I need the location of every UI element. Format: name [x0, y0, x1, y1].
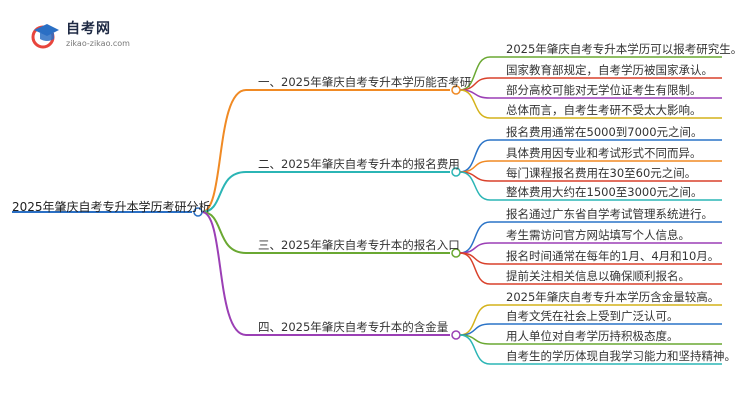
leaf-label: 报名通过广东省自学考试管理系统进行。	[506, 207, 713, 221]
branch-connector	[201, 211, 450, 336]
mindmap-root: 2025年肇庆自考专升本学历考研分析	[12, 200, 211, 214]
leaf-label: 2025年肇庆自考专升本学历可以报考研究生。	[506, 42, 743, 56]
leaf-label: 报名费用通常在5000到7000元之间。	[506, 125, 703, 139]
site-logo[interactable]: 自考网 zikao-zikao.com	[30, 18, 140, 52]
leaf-label: 2025年肇庆自考专升本学历含金量较高。	[506, 290, 720, 304]
logo-url: zikao-zikao.com	[66, 39, 130, 48]
branch-label: 四、2025年肇庆自考专升本的含金量	[258, 320, 449, 334]
leaf-label: 考生需访问官方网站填写个人信息。	[506, 228, 690, 242]
branch-connector	[201, 211, 450, 254]
leaf-label: 用人单位对自考学历持积极态度。	[506, 329, 679, 343]
leaf-label: 提前关注相关信息以确保顺利报名。	[506, 269, 690, 283]
leaf-label: 自考生的学历体现自我学习能力和坚持精神。	[506, 349, 736, 363]
leaf-label: 整体费用大约在1500至3000元之间。	[506, 185, 703, 199]
leaf-label: 具体费用因专业和考试形式不同而异。	[506, 146, 702, 160]
leaf-label: 报名时间通常在每年的1月、4月和10月。	[506, 249, 720, 263]
leaf-connector	[459, 89, 722, 119]
leaf-label: 国家教育部规定，自考学历被国家承认。	[506, 63, 713, 77]
leaf-connector	[459, 171, 722, 201]
branch-connector	[201, 171, 450, 213]
logo-name: 自考网	[66, 21, 111, 37]
graduation-cap-logo-icon	[31, 24, 59, 49]
leaf-label: 部分高校可能对无学位证考生有限制。	[506, 83, 702, 97]
leaf-label: 自考文凭在社会上受到广泛认可。	[506, 309, 679, 323]
branch-node[interactable]	[451, 330, 461, 340]
branch-label: 三、2025年肇庆自考专升本的报名入口	[258, 238, 460, 252]
branch-label: 二、2025年肇庆自考专升本的报名费用	[258, 157, 460, 171]
leaf-connector	[459, 252, 722, 285]
leaf-connector	[459, 334, 722, 365]
root-node[interactable]	[193, 207, 203, 217]
branch-label: 一、2025年肇庆自考专升本学历能否考研	[258, 75, 472, 89]
leaf-label: 每门课程报名费用在30至60元之间。	[506, 166, 697, 180]
leaf-label: 总体而言，自考生考研不受太大影响。	[506, 103, 702, 117]
branch-connector	[201, 89, 450, 213]
